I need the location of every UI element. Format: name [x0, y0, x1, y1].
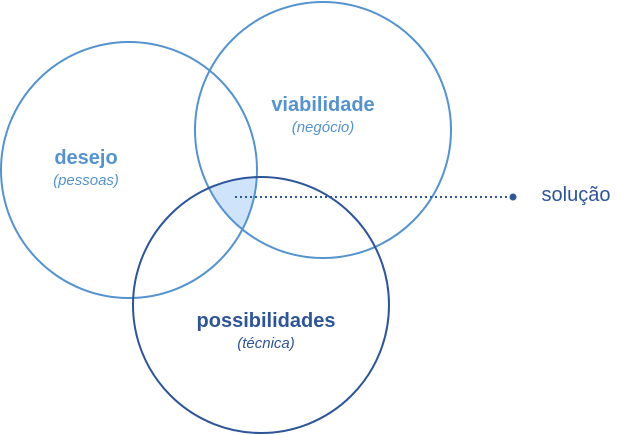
pointer-dot	[509, 193, 517, 201]
set-subtitle: (técnica)	[237, 335, 295, 352]
circle-desejo	[0, 41, 258, 299]
label-viabilidade: viabilidade (negócio)	[271, 94, 374, 136]
set-title: desejo	[54, 147, 118, 169]
label-desejo: desejo (pessoas)	[53, 147, 119, 189]
set-subtitle: (negócio)	[291, 119, 355, 136]
set-title: viabilidade	[271, 94, 375, 116]
circle-possibilidades	[132, 176, 390, 434]
circle-viabilidade	[194, 1, 452, 259]
label-solucao: solução	[541, 184, 611, 206]
set-subtitle: (pessoas)	[53, 172, 119, 189]
intersection-region	[195, 177, 257, 258]
set-title: possibilidades	[196, 310, 336, 332]
label-possibilidades: possibilidades (técnica)	[197, 310, 336, 352]
